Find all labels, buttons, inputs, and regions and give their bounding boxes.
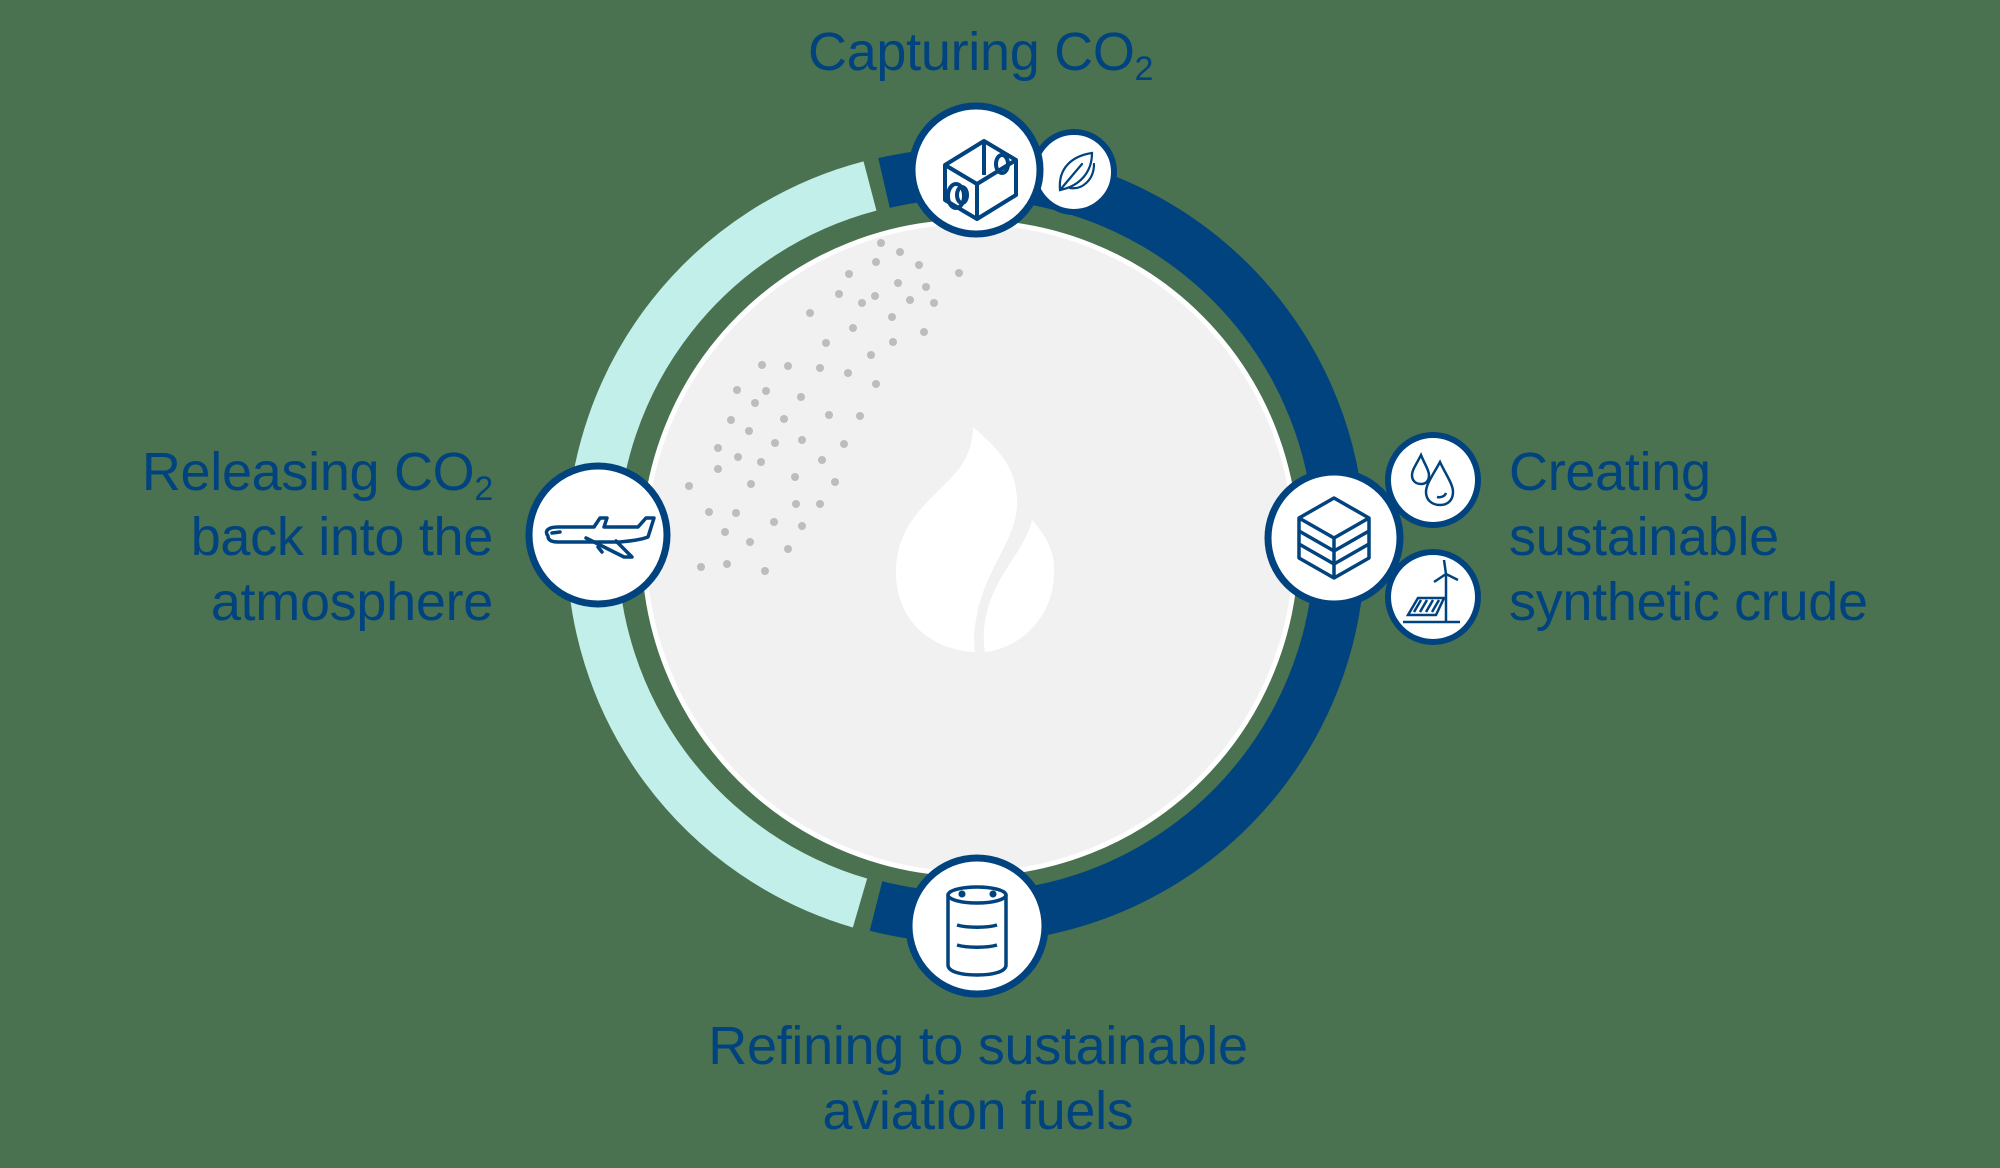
- leaf-icon: [1058, 151, 1096, 192]
- airplane-icon: [544, 516, 656, 559]
- capture-label-text: Capturing CO: [808, 22, 1135, 82]
- wind-turbine-solar-panel-icon: [1403, 559, 1460, 624]
- release-label-subscript: 2: [474, 470, 493, 508]
- release-step-node[interactable]: [525, 462, 671, 608]
- create-step-label: Creating sustainable synthetic crude: [1509, 440, 1868, 635]
- create-label-line-3: synthetic crude: [1509, 572, 1868, 632]
- release-label-line-3: atmosphere: [210, 572, 493, 632]
- refine-label-line-2: aviation fuels: [822, 1081, 1134, 1141]
- oil-barrel-icon: [946, 885, 1008, 977]
- direct-air-capture-unit-icon: [943, 139, 1018, 221]
- create-label-line-2: sustainable: [1509, 507, 1779, 567]
- refine-step-node[interactable]: [905, 854, 1049, 998]
- capture-label-subscript: 2: [1134, 50, 1154, 88]
- release-label-line-1-text: Releasing CO: [141, 442, 475, 502]
- water-drops-icon: [1410, 451, 1455, 507]
- release-label-line-2: back into the: [190, 507, 494, 567]
- co2-particles: [685, 239, 963, 575]
- create-step-node[interactable]: [1264, 432, 1481, 645]
- release-label-line-1: Releasing CO2: [141, 440, 493, 508]
- capture-step-node[interactable]: [908, 102, 1117, 238]
- refine-step-label: Refining to sustainable aviation fuels: [708, 1014, 1248, 1144]
- refine-label-line-1: Refining to sustainable: [708, 1016, 1248, 1076]
- release-step-label: Releasing CO2 back into the atmosphere: [142, 440, 493, 635]
- capture-step-label: Capturing CO2: [808, 20, 1154, 88]
- flame-icon: [896, 427, 1055, 652]
- layered-cube-icon: [1297, 496, 1371, 580]
- create-label-line-1: Creating: [1509, 442, 1711, 502]
